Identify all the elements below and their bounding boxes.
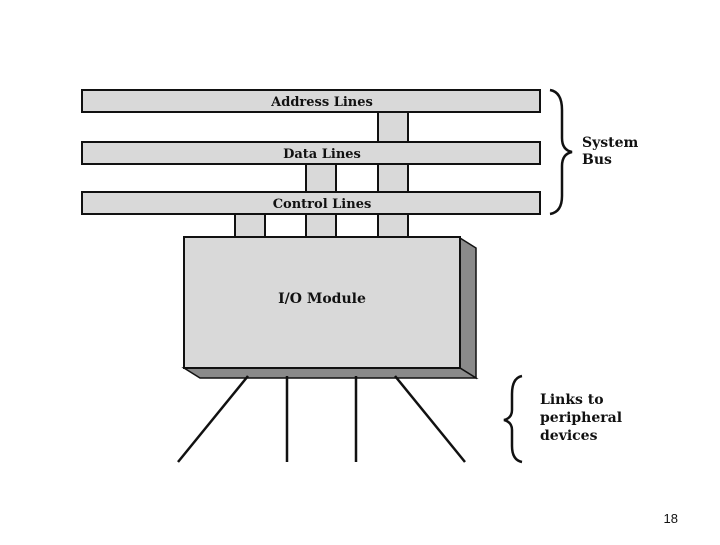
io-module-shadow <box>459 236 477 380</box>
page-number: 18 <box>663 511 678 526</box>
peripheral-links <box>177 375 466 463</box>
links-label-line2: peripheral <box>540 410 622 426</box>
system-bus-brace <box>549 88 573 216</box>
connector-gaps <box>234 111 409 239</box>
links-label-line3: devices <box>540 428 598 444</box>
data-connector-gap1 <box>305 163 337 193</box>
io-module: I/O Module <box>181 236 479 380</box>
peripheral-link-4 <box>394 375 466 463</box>
io-module-label: I/O Module <box>278 291 366 307</box>
address-connector-gap3 <box>377 213 409 239</box>
address-lines-label: Address Lines <box>270 95 373 110</box>
address-connector-gap1 <box>377 111 409 143</box>
address-lines-bar: Address Lines <box>81 89 541 113</box>
control-lines-bar: Control Lines <box>81 191 541 215</box>
peripheral-link-1 <box>177 375 249 463</box>
control-lines-label: Control Lines <box>273 197 372 212</box>
links-label-line1: Links to <box>540 392 604 408</box>
system-bus-label-line1: System <box>582 135 639 151</box>
data-connector-gap2 <box>305 213 337 239</box>
address-connector-gap2 <box>377 163 409 193</box>
data-lines-bar: Data Lines <box>81 141 541 165</box>
control-connector-gap <box>234 213 266 239</box>
data-lines-label: Data Lines <box>283 147 361 162</box>
peripheral-brace <box>503 374 523 464</box>
io-module-shadow-bottom <box>181 367 479 379</box>
io-module-box <box>183 236 461 369</box>
system-bus-label-line2: Bus <box>582 152 612 168</box>
